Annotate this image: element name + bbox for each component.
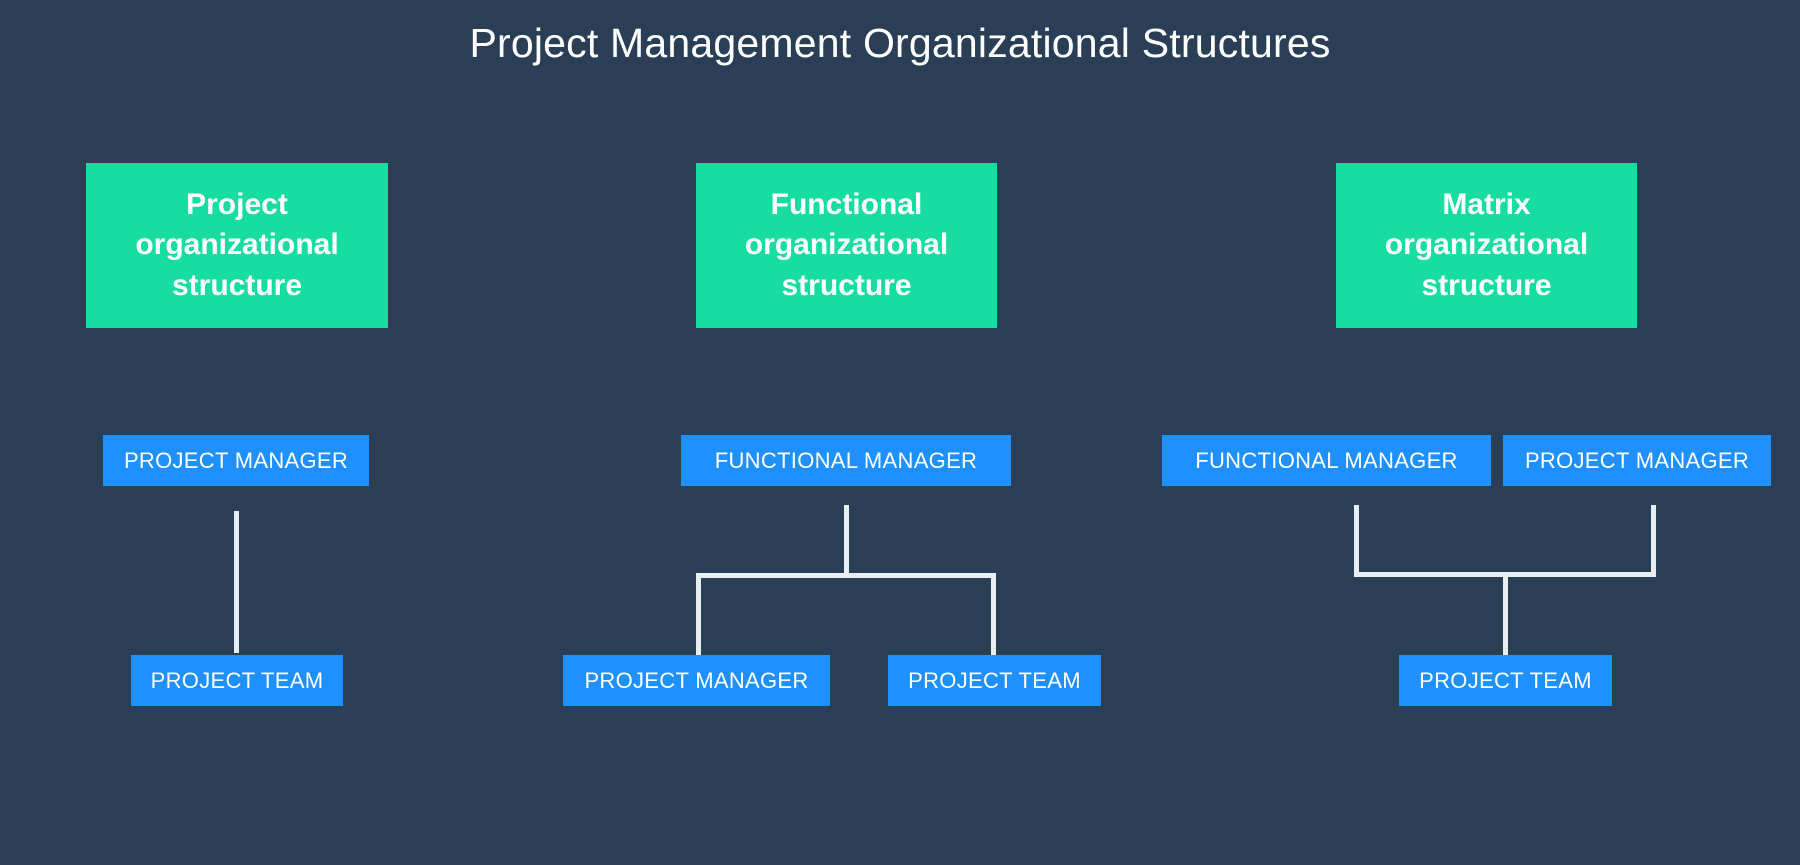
node-label: FUNCTIONAL MANAGER: [714, 447, 978, 473]
card-heading-line-3: structure: [171, 268, 303, 302]
card-functional-organizational-structure: Functional organizational structure: [696, 163, 997, 328]
card-heading-line-3: structure: [781, 268, 912, 302]
card-heading-line-1: Matrix: [1442, 187, 1531, 221]
node-project-manager-col2[interactable]: PROJECT MANAGER: [563, 655, 830, 706]
card-heading-line-2: organizational: [135, 228, 339, 262]
connector-vertical-col1: [234, 511, 239, 653]
card-project-organizational-structure: Project organizational structure: [86, 163, 388, 328]
node-project-team-col3[interactable]: PROJECT TEAM: [1399, 655, 1612, 706]
connector-vertical-left-col2: [696, 573, 701, 655]
card-heading-line-1: Functional: [770, 187, 923, 221]
page-title: Project Management Organizational Struct…: [469, 20, 1331, 66]
node-label: PROJECT TEAM: [150, 667, 324, 693]
node-label: PROJECT MANAGER: [1524, 447, 1750, 473]
connector-vertical-from-functional-manager-col3: [1354, 505, 1359, 577]
node-functional-manager-col2[interactable]: FUNCTIONAL MANAGER: [681, 435, 1011, 486]
card-matrix-organizational-structure: Matrix organizational structure: [1336, 163, 1637, 328]
connector-horizontal-bus-col2: [696, 573, 996, 578]
node-label: PROJECT TEAM: [1419, 667, 1592, 693]
connector-vertical-stem-col2: [844, 505, 849, 577]
node-label: FUNCTIONAL MANAGER: [1195, 447, 1458, 473]
card-heading-line-2: organizational: [744, 228, 949, 262]
node-label: PROJECT MANAGER: [584, 667, 809, 693]
node-project-team-col1[interactable]: PROJECT TEAM: [131, 655, 343, 706]
card-heading-line-1: Project: [186, 187, 288, 221]
node-project-manager-col3[interactable]: PROJECT MANAGER: [1503, 435, 1771, 486]
node-label: PROJECT MANAGER: [123, 447, 349, 473]
card-heading-line-2: organizational: [1384, 228, 1589, 262]
connector-vertical-right-col2: [991, 573, 996, 655]
connector-vertical-to-project-team-col3: [1503, 572, 1508, 655]
connector-vertical-from-project-manager-col3: [1651, 505, 1656, 577]
node-label: PROJECT TEAM: [908, 667, 1081, 693]
node-project-manager-col1[interactable]: PROJECT MANAGER: [103, 435, 369, 486]
node-project-team-col2[interactable]: PROJECT TEAM: [888, 655, 1101, 706]
node-functional-manager-col3[interactable]: FUNCTIONAL MANAGER: [1162, 435, 1491, 486]
card-heading-line-3: structure: [1421, 268, 1552, 302]
